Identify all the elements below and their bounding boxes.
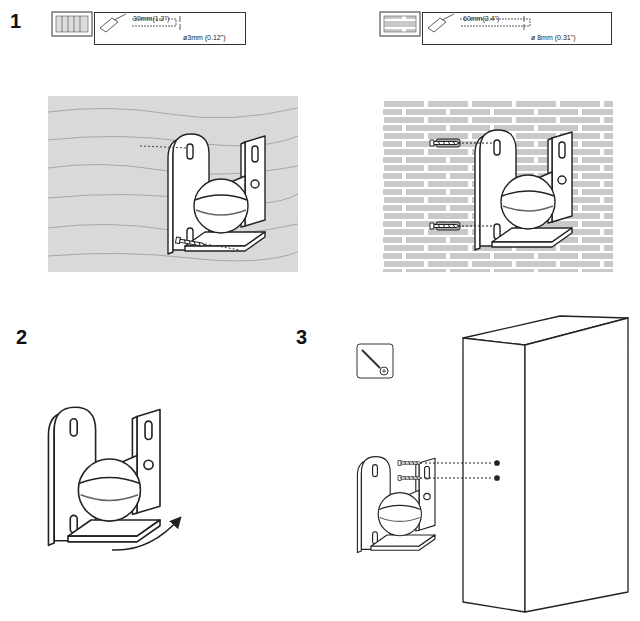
dimension-text: 60mm(2.4") (463, 15, 499, 23)
brick-icon (380, 12, 420, 36)
dimension-box: 30mm(1.2") ø3mm (0.12") (94, 12, 246, 45)
wall-bracket (475, 130, 572, 250)
screw (398, 461, 492, 481)
dimension-text: ø 8mm (0.31") (531, 34, 576, 42)
wall-bracket (48, 407, 160, 545)
wall-bracket (357, 457, 435, 553)
dimension-text: ø3mm (0.12") (183, 34, 226, 42)
step-number: 3 (296, 326, 307, 349)
wall-plug (430, 139, 494, 230)
screwdriver-icon (357, 344, 393, 378)
wood-wall (48, 96, 298, 272)
step-number: 2 (16, 326, 27, 349)
drill-icon (100, 14, 180, 32)
brick-wall (383, 100, 613, 272)
screw (140, 146, 240, 250)
speaker-cabinet (463, 316, 628, 612)
wall-bracket (168, 134, 265, 254)
dimension-box: 60mm(2.4") ø 8mm (0.31") (422, 12, 612, 45)
wood-icon (52, 12, 92, 36)
drill-icon (428, 14, 530, 32)
dimension-text: 30mm(1.2") (133, 15, 169, 23)
step-number: 1 (10, 10, 21, 33)
rotate-arrow (112, 518, 180, 550)
